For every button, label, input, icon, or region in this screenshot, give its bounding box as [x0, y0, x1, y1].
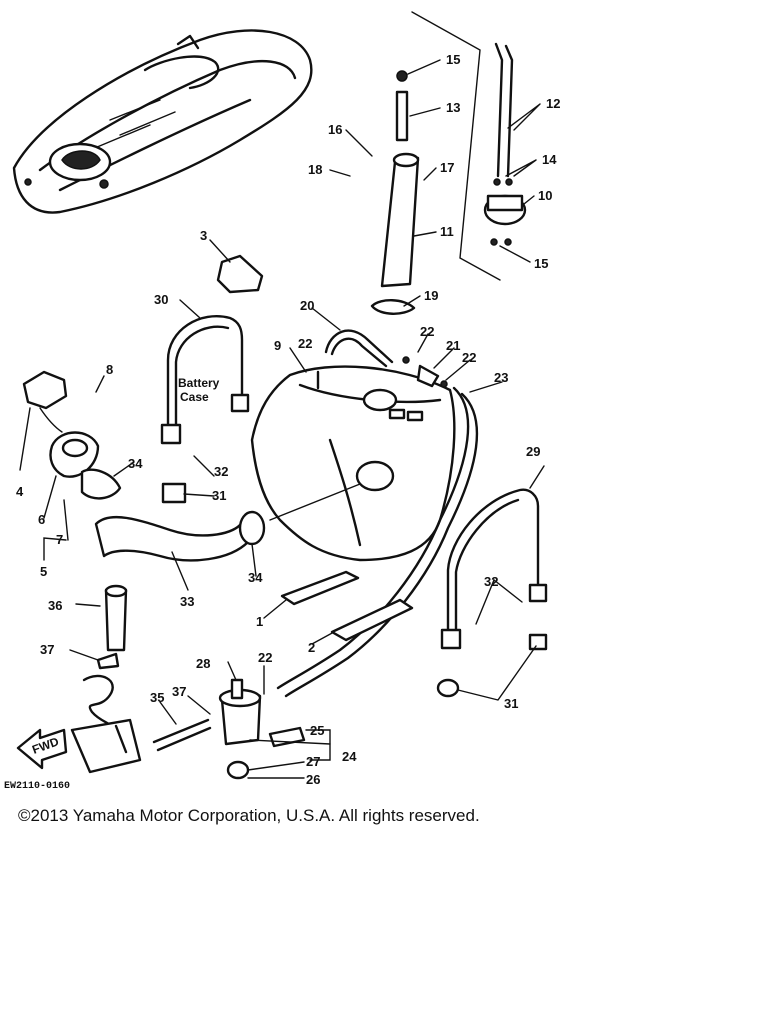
callout-12: 12	[546, 96, 560, 111]
fuel-tank-drawing	[250, 365, 456, 562]
callout-13: 13	[446, 100, 460, 115]
callout-32-b: 32	[484, 574, 498, 589]
callout-31-a: 31	[212, 488, 226, 503]
callout-9: 9	[274, 338, 281, 353]
callout-28: 28	[196, 656, 210, 671]
callout-35: 35	[150, 690, 164, 705]
callout-20: 20	[300, 298, 314, 313]
callout-4: 4	[16, 484, 24, 499]
callout-5: 5	[40, 564, 47, 579]
callout-29: 29	[526, 444, 540, 459]
hose-clamp-line	[269, 483, 361, 521]
callout-21: 21	[446, 338, 460, 353]
pad-2	[330, 598, 414, 642]
drawing-code: EW2110-0160	[4, 781, 70, 792]
callout-14: 14	[542, 152, 557, 167]
callout-26: 26	[306, 772, 320, 787]
callout-22-b: 22	[462, 350, 476, 365]
callout-31-b: 31	[504, 696, 518, 711]
exploded-view-bracket	[411, 11, 501, 281]
filter-tube	[380, 156, 420, 288]
fuel-cock-assembly	[483, 42, 527, 246]
callout-22-a: 22	[420, 324, 434, 339]
leader-lines	[19, 59, 545, 779]
filler-hose	[94, 515, 250, 562]
hose-clamp	[238, 510, 266, 546]
callout-16: 16	[328, 122, 342, 137]
callout-17: 17	[440, 160, 454, 175]
damper-assembly	[70, 584, 142, 774]
callout-22-c: 22	[298, 336, 312, 351]
callout-37-b: 37	[172, 684, 186, 699]
callout-3: 3	[200, 228, 207, 243]
callout-36: 36	[48, 598, 62, 613]
callout-30: 30	[154, 292, 168, 307]
callout-25: 25	[310, 723, 324, 738]
callout-37-a: 37	[40, 642, 54, 657]
pad-1	[280, 570, 360, 606]
callout-6: 6	[38, 512, 45, 527]
callout-24: 24	[342, 749, 357, 764]
callout-34-a: 34	[128, 456, 143, 471]
fwd-arrow-shape	[16, 728, 68, 770]
callout-34-b: 34	[248, 570, 263, 585]
fuel-hose-23	[276, 386, 470, 690]
callout-19: 19	[424, 288, 438, 303]
callout-8: 8	[106, 362, 113, 377]
callout-11: 11	[440, 224, 454, 239]
filler-cap-and-neck	[22, 370, 122, 500]
callout-2: 2	[308, 640, 315, 655]
tank-band-29	[446, 488, 540, 632]
fuel-system-parts-diagram: FWD	[4, 11, 560, 792]
callout-1: 1	[256, 614, 263, 629]
bracket-3	[216, 254, 264, 294]
breather-hose	[324, 329, 394, 364]
callout-32-a: 32	[214, 464, 228, 479]
callout-22-d: 22	[258, 650, 272, 665]
battery-case-label-line1: Battery	[178, 376, 220, 390]
callout-33: 33	[180, 594, 194, 609]
callout-18: 18	[308, 162, 322, 177]
callout-23: 23	[494, 370, 508, 385]
callout-10: 10	[538, 188, 552, 203]
battery-case-label-line2: Case	[180, 390, 209, 404]
callout-7: 7	[56, 532, 63, 547]
watercraft-overview-drawing	[12, 29, 313, 214]
tank-band-30	[166, 315, 244, 442]
callout-15-bottom: 15	[534, 256, 548, 271]
copyright-notice: ©2013 Yamaha Motor Corporation, U.S.A. A…	[18, 806, 480, 825]
callout-27: 27	[306, 754, 320, 769]
callout-15-top: 15	[446, 52, 460, 67]
